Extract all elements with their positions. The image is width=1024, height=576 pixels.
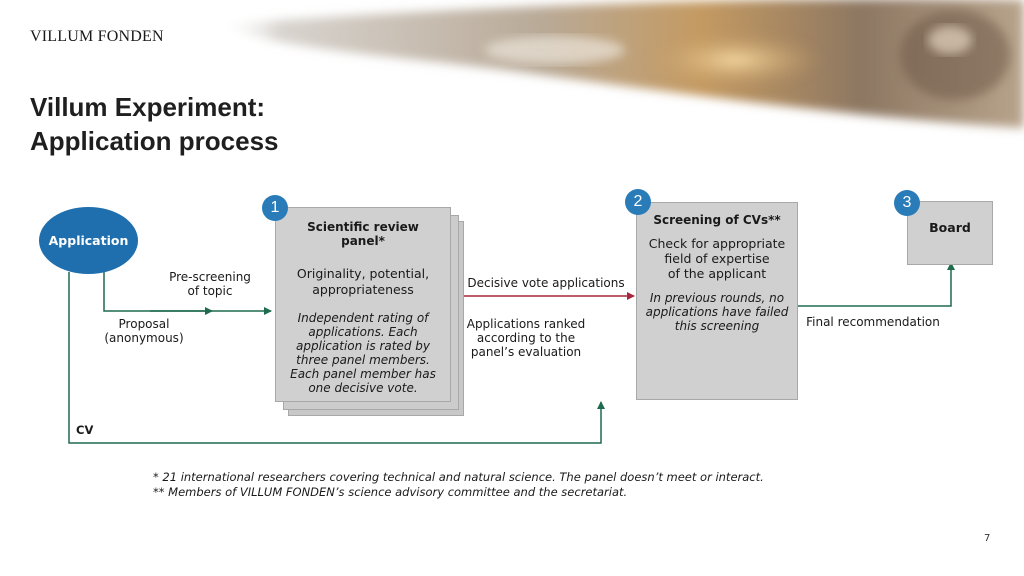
final-recommendation-label: Final recommendation bbox=[806, 315, 940, 329]
panel-note: Independent rating of applications. Each… bbox=[290, 311, 436, 395]
step-2-badge: 2 bbox=[625, 189, 651, 215]
screening-title: Screening of CVs** bbox=[653, 213, 781, 227]
application-node: Application bbox=[39, 207, 138, 274]
cv-connector bbox=[68, 272, 605, 444]
proposal-connector bbox=[103, 272, 272, 315]
step-3-badge: 3 bbox=[894, 190, 920, 216]
footnote-1: * 21 international researchers covering … bbox=[153, 470, 764, 484]
screening-note: In previous rounds, no applications have… bbox=[645, 291, 789, 333]
screening-box: Screening of CVs** Check for appropriate… bbox=[636, 202, 798, 400]
page-title: Villum Experiment: Application process bbox=[30, 90, 279, 158]
board-label: Board bbox=[929, 220, 971, 235]
ranked-label: Applications ranked according to the pan… bbox=[466, 317, 586, 359]
panel-criteria: Originality, potential, appropriateness bbox=[296, 266, 430, 297]
proposal-label: Proposal (anonymous) bbox=[104, 317, 184, 345]
header-banner-image bbox=[215, 0, 1024, 128]
cv-label: CV bbox=[76, 423, 94, 437]
final-recommendation-connector bbox=[797, 262, 955, 307]
title-line-1: Villum Experiment: bbox=[30, 92, 266, 122]
screening-check: Check for appropriate field of expertise… bbox=[648, 236, 786, 281]
scientific-review-panel-box: Scientific review panel* Originality, po… bbox=[275, 207, 451, 402]
prescreening-label: Pre-screening of topic bbox=[169, 270, 251, 298]
footnotes: * 21 international researchers covering … bbox=[153, 470, 764, 500]
page-number: 7 bbox=[984, 533, 991, 544]
logo: VILLUM FONDEN bbox=[30, 28, 164, 45]
panel-title: Scientific review panel* bbox=[307, 220, 419, 248]
footnote-2: ** Members of VILLUM FONDEN’s science ad… bbox=[153, 485, 628, 499]
board-box: Board bbox=[907, 201, 993, 265]
title-line-2: Application process bbox=[30, 126, 279, 156]
step-1-badge: 1 bbox=[262, 195, 288, 221]
decisive-vote-label: Decisive vote applications bbox=[467, 276, 625, 290]
